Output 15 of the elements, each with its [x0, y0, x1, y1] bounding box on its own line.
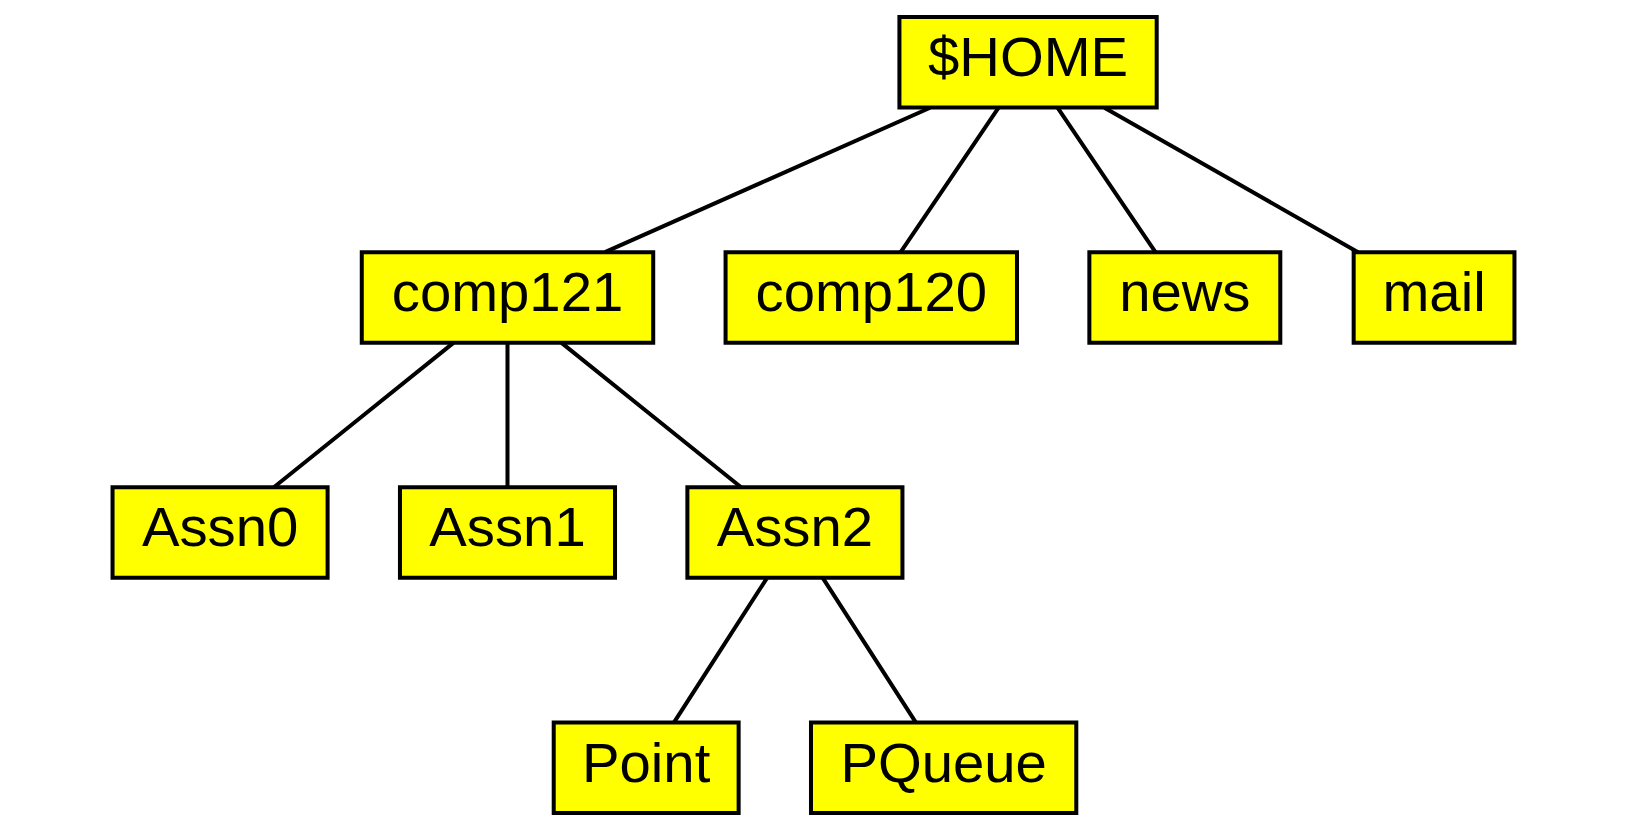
- connector: [505, 342, 509, 487]
- node-box: Point: [551, 720, 741, 815]
- node-box: Assn2: [684, 484, 904, 580]
- node-box: comp120: [723, 249, 1019, 345]
- node-box: PQueue: [808, 720, 1078, 815]
- connector: [820, 576, 917, 724]
- node-box: mail: [1351, 249, 1516, 345]
- node-box: Assn1: [397, 484, 617, 580]
- node-box: $HOME: [896, 14, 1159, 109]
- node-box: Assn0: [110, 484, 330, 580]
- connector: [898, 106, 1000, 253]
- connector: [1055, 106, 1157, 253]
- node-box: comp121: [359, 249, 655, 345]
- connector: [671, 576, 769, 724]
- node-box: news: [1086, 249, 1282, 345]
